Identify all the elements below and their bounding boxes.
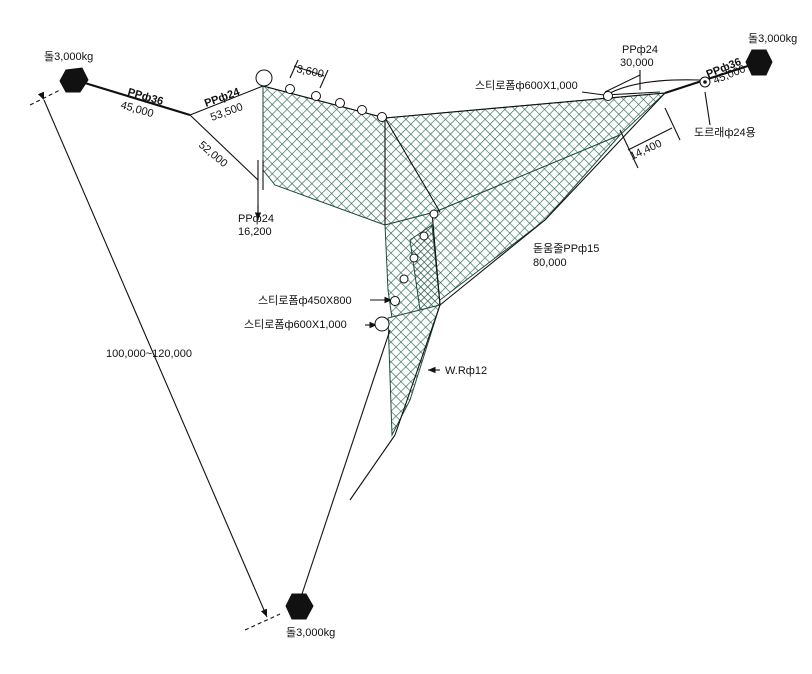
float-mid-small-label: 스티로폼ф450X800 (258, 294, 352, 307)
anchor-stone-icon (285, 593, 314, 620)
anchor-stone-icon (59, 67, 89, 93)
wire-rope-label: W.Rф12 (445, 365, 487, 377)
float-large-top-left (255, 69, 273, 87)
rope-right-pp24-length: 30,000 (620, 57, 654, 69)
anchor-label-top-right: 돌3,000kg (748, 32, 797, 45)
net-body (262, 85, 667, 437)
dim-buoy-spacing: 3,600 (295, 63, 324, 80)
anchor-stone-icon (745, 49, 773, 76)
float-mid (429, 209, 439, 219)
support-rope-name: 돋움줄PPф15 (533, 242, 599, 255)
float-large-600 (374, 316, 390, 332)
net-bag (387, 304, 441, 437)
float-mid (419, 231, 429, 241)
float-small-450 (390, 296, 400, 306)
net-left-wing (262, 85, 386, 226)
float (335, 98, 345, 108)
float-buoys (255, 69, 711, 332)
float (285, 84, 295, 94)
float-top-right (603, 91, 613, 101)
dim-total-span: 100,000~120,000 (106, 348, 192, 360)
float-mid (399, 274, 409, 284)
pulley-label: 도르래ф24용 (694, 126, 756, 139)
rope-left-short-length: 16,200 (238, 226, 272, 238)
rope-left-lower-length: 52,000 (196, 139, 229, 170)
support-rope-length: 80,000 (533, 257, 567, 269)
anchor-label-top-left: 돌3,000kg (44, 50, 93, 63)
anchor-stones (59, 49, 773, 620)
rope-right-pp24-name: PPф24 (622, 44, 658, 56)
anchor-label-bottom: 돌3,000kg (286, 626, 335, 639)
float-mid-large-label: 스티로폼ф600X1,000 (244, 318, 347, 331)
float (311, 91, 321, 101)
rope-lines (29, 59, 761, 631)
float-mid (409, 253, 419, 263)
float (377, 112, 387, 122)
float (357, 105, 367, 115)
rope-left-short-name: PPф24 (238, 213, 274, 225)
float-top-right-label: 스티로폼ф600X1,000 (475, 79, 578, 92)
